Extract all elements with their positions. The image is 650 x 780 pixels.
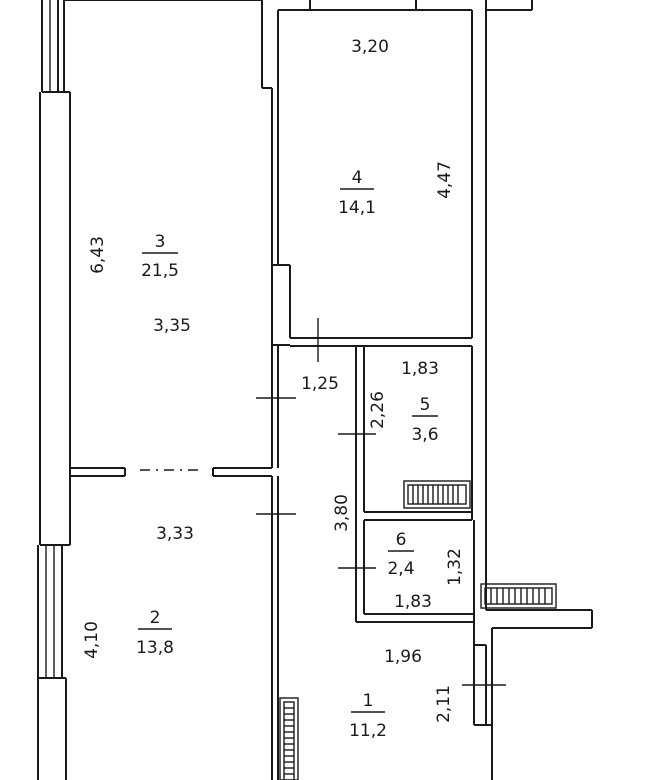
left-window-strip <box>37 0 71 780</box>
room-3-label: 3 21,5 <box>141 232 179 281</box>
dim-hall-width: 1,96 <box>384 647 422 667</box>
room-5-area: 3,6 <box>411 425 438 445</box>
radiator-hall <box>480 583 557 609</box>
room-2-label: 2 13,8 <box>136 608 174 658</box>
dim-hall-door-width: 2,11 <box>434 685 454 723</box>
room-4-label: 4 14,1 <box>338 168 376 218</box>
dim-room3-width: 3,35 <box>153 316 191 336</box>
room-5-walls <box>355 346 473 622</box>
room-5-number: 5 <box>420 395 431 415</box>
dim-room4-height: 4,47 <box>435 161 455 199</box>
dim-room6-width: 1,83 <box>394 592 432 612</box>
door-ticks <box>256 318 506 726</box>
room-1-label: 1 11,2 <box>349 691 387 741</box>
dim-room2-width: 3,33 <box>156 524 194 544</box>
room-1-area: 11,2 <box>349 721 387 741</box>
dim-corridor-width: 1,25 <box>301 374 339 394</box>
room-6-area: 2,4 <box>387 559 414 579</box>
room-3-walls <box>63 0 273 477</box>
room-6-label: 6 2,4 <box>387 530 414 579</box>
room-2-number: 2 <box>150 608 161 628</box>
right-exterior-wall <box>485 0 593 780</box>
room-2-area: 13,8 <box>136 638 174 658</box>
dim-room6-height: 1,32 <box>445 548 465 586</box>
radiator-room-1 <box>279 697 299 780</box>
dim-room5-width: 1,83 <box>401 359 439 379</box>
room-2-walls <box>65 345 279 780</box>
room-4-walls <box>272 0 473 347</box>
dimension-labels: 6,43 3,35 3,20 4,47 1,25 1,83 2,26 3,80 … <box>82 37 465 723</box>
dim-room5-height: 2,26 <box>368 391 388 429</box>
dim-room3-height: 6,43 <box>88 236 108 274</box>
room-4-area: 14,1 <box>338 198 376 218</box>
dim-corridor-height: 3,80 <box>332 494 352 532</box>
room-5-label: 5 3,6 <box>411 395 438 445</box>
room-6-walls <box>356 520 486 646</box>
room-4-number: 4 <box>352 168 363 188</box>
room-3-area: 21,5 <box>141 261 179 281</box>
radiator-room-5 <box>403 480 471 509</box>
room-1-number: 1 <box>363 691 374 711</box>
room-6-number: 6 <box>396 530 407 550</box>
dim-room2-height: 4,10 <box>82 621 102 659</box>
room-3-number: 3 <box>155 232 166 252</box>
dim-room4-width: 3,20 <box>351 37 389 57</box>
